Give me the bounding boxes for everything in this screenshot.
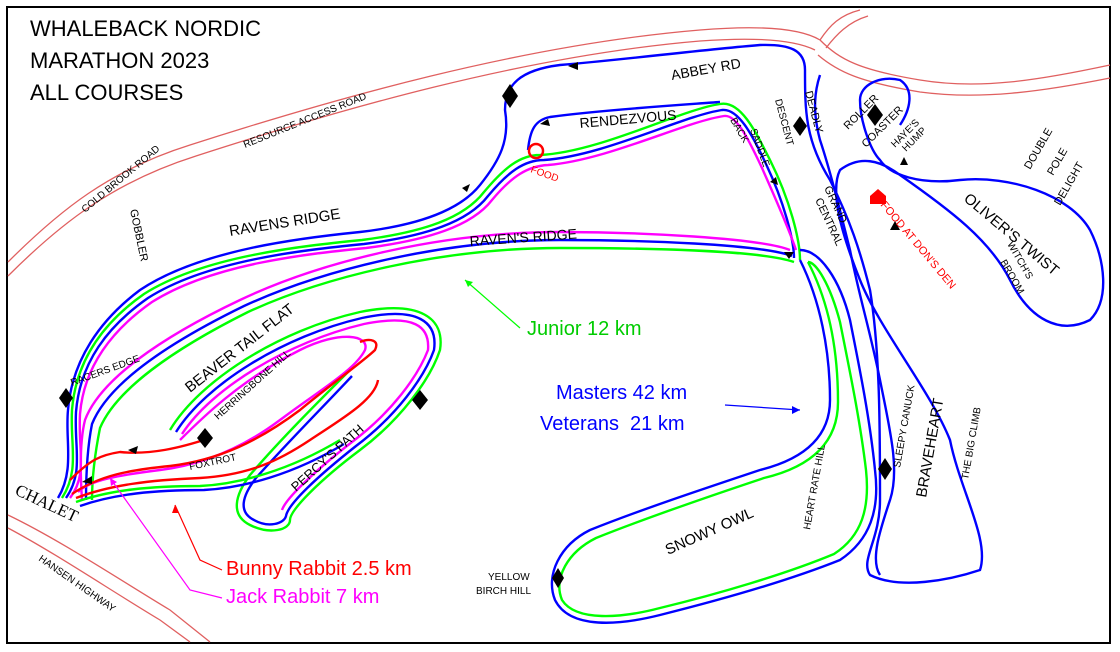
snowy-owl-loop	[550, 248, 878, 624]
legend-jack-rabbit: Jack Rabbit 7 km	[226, 586, 379, 608]
direction-arrows	[82, 62, 908, 484]
east-road	[819, 39, 1111, 85]
trail-label-birch-hill: BIRCH HILL	[476, 586, 531, 597]
shared-course	[60, 102, 802, 499]
masters-course	[56, 43, 1105, 584]
legend-veterans: Veterans 21 km	[540, 413, 685, 435]
checkpoint-abbey	[502, 84, 518, 108]
legend-bunny-rabbit: Bunny Rabbit 2.5 km	[226, 558, 412, 580]
checkpoint-sleepy	[878, 458, 892, 480]
legend-masters: Masters 42 km	[556, 382, 687, 404]
checkpoint-racers	[59, 388, 73, 408]
trail-label-ravens-ridge-lower: RAVEN'S RIDGE	[469, 226, 577, 249]
masters-rendezvous	[526, 100, 721, 151]
checkpoints	[59, 84, 892, 588]
title-line1: WHALEBACK NORDIC	[30, 16, 261, 41]
checkpoint-roller	[867, 104, 883, 126]
inner-loops	[69, 307, 442, 532]
title-line3: ALL COURSES	[30, 80, 183, 105]
legend-junior: Junior 12 km	[527, 318, 642, 340]
resource-access-road	[7, 27, 821, 263]
food-marker-rendezvous	[527, 142, 545, 160]
trail-label-yellow: YELLOW	[488, 572, 530, 583]
north-road	[819, 9, 861, 41]
checkpoint-percys	[412, 390, 428, 410]
checkpoint-foxtrot	[197, 428, 213, 448]
title-line2: MARATHON 2023	[30, 48, 209, 73]
checkpoint-deadly	[793, 116, 807, 136]
masters-main-loop	[56, 43, 1105, 584]
roads	[7, 9, 1111, 643]
ravens-ridge-return	[79, 230, 795, 501]
hansen-highway	[7, 514, 211, 643]
house-icon	[870, 189, 886, 204]
checkpoint-yellow	[552, 568, 564, 588]
masters-deadly-loop	[813, 74, 896, 576]
legend-pointers	[109, 279, 801, 599]
